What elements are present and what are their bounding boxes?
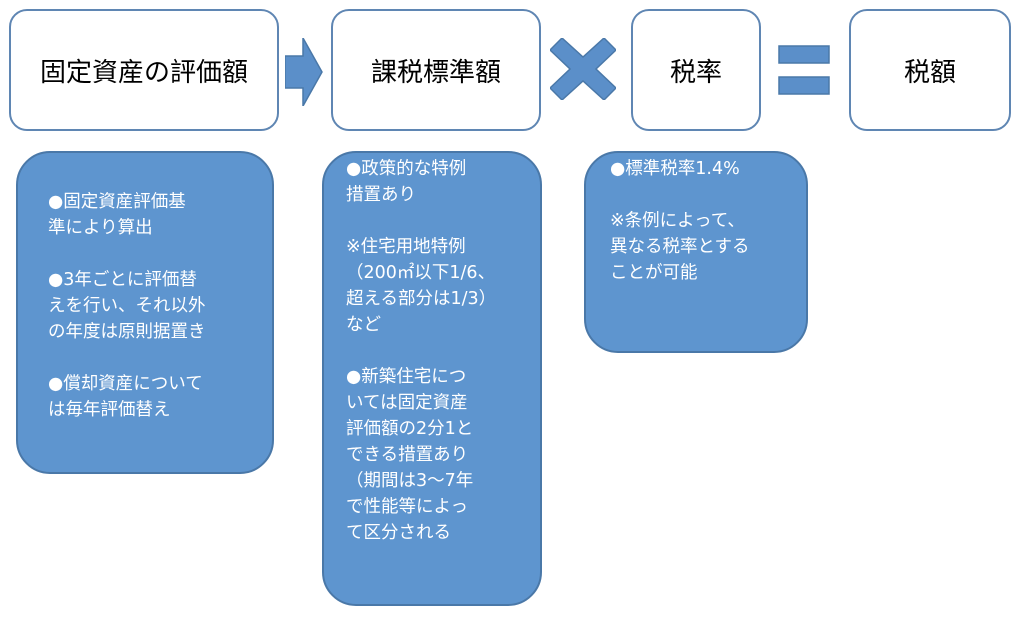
equals-icon [778,45,830,95]
note-tax-base-item: ●政策的な特例 措置あり [346,159,467,205]
box-tax-amount: 税額 [849,9,1011,131]
arrow-right-icon [285,38,323,106]
box-tax-base: 課税標準額 [331,9,541,131]
note-tax-rate: ●標準税率1.4% ※条例によって、 異なる税率とする ことが可能 [584,151,808,353]
box-tax-base-label: 課税標準額 [370,57,501,88]
note-assessed-value-item: ●固定資産評価基 準により算出 [48,192,186,238]
box-tax-amount-label: 税額 [903,57,956,88]
multiply-icon [550,38,616,100]
box-tax-rate: 税率 [631,9,761,131]
note-assessed-value-item: ●償却資産について は毎年評価替え [48,374,203,420]
note-tax-rate-item: ●標準税率1.4% [610,159,740,179]
note-tax-rate-item: ※条例によって、 異なる税率とする ことが可能 [610,211,750,283]
note-assessed-value-item: ●3年ごとに評価替 えを行い、それ以外 の年度は原則据置き [48,270,206,342]
note-tax-base: ●政策的な特例 措置あり ※住宅用地特例 （200㎡以下1/6、 超える部分は1… [322,151,542,606]
box-assessed-value-label: 固定資産の評価額 [39,57,248,88]
note-tax-base-item: ●新築住宅につ いては固定資産 評価額の2分1と できる措置あり （期間は3～7… [346,367,474,543]
box-assessed-value: 固定資産の評価額 [9,9,279,131]
note-tax-base-item: ※住宅用地特例 （200㎡以下1/6、 超える部分は1/3） など [346,237,497,335]
box-tax-rate-label: 税率 [669,57,722,88]
note-assessed-value: ●固定資産評価基 準により算出 ●3年ごとに評価替 えを行い、それ以外 の年度は… [16,151,274,474]
